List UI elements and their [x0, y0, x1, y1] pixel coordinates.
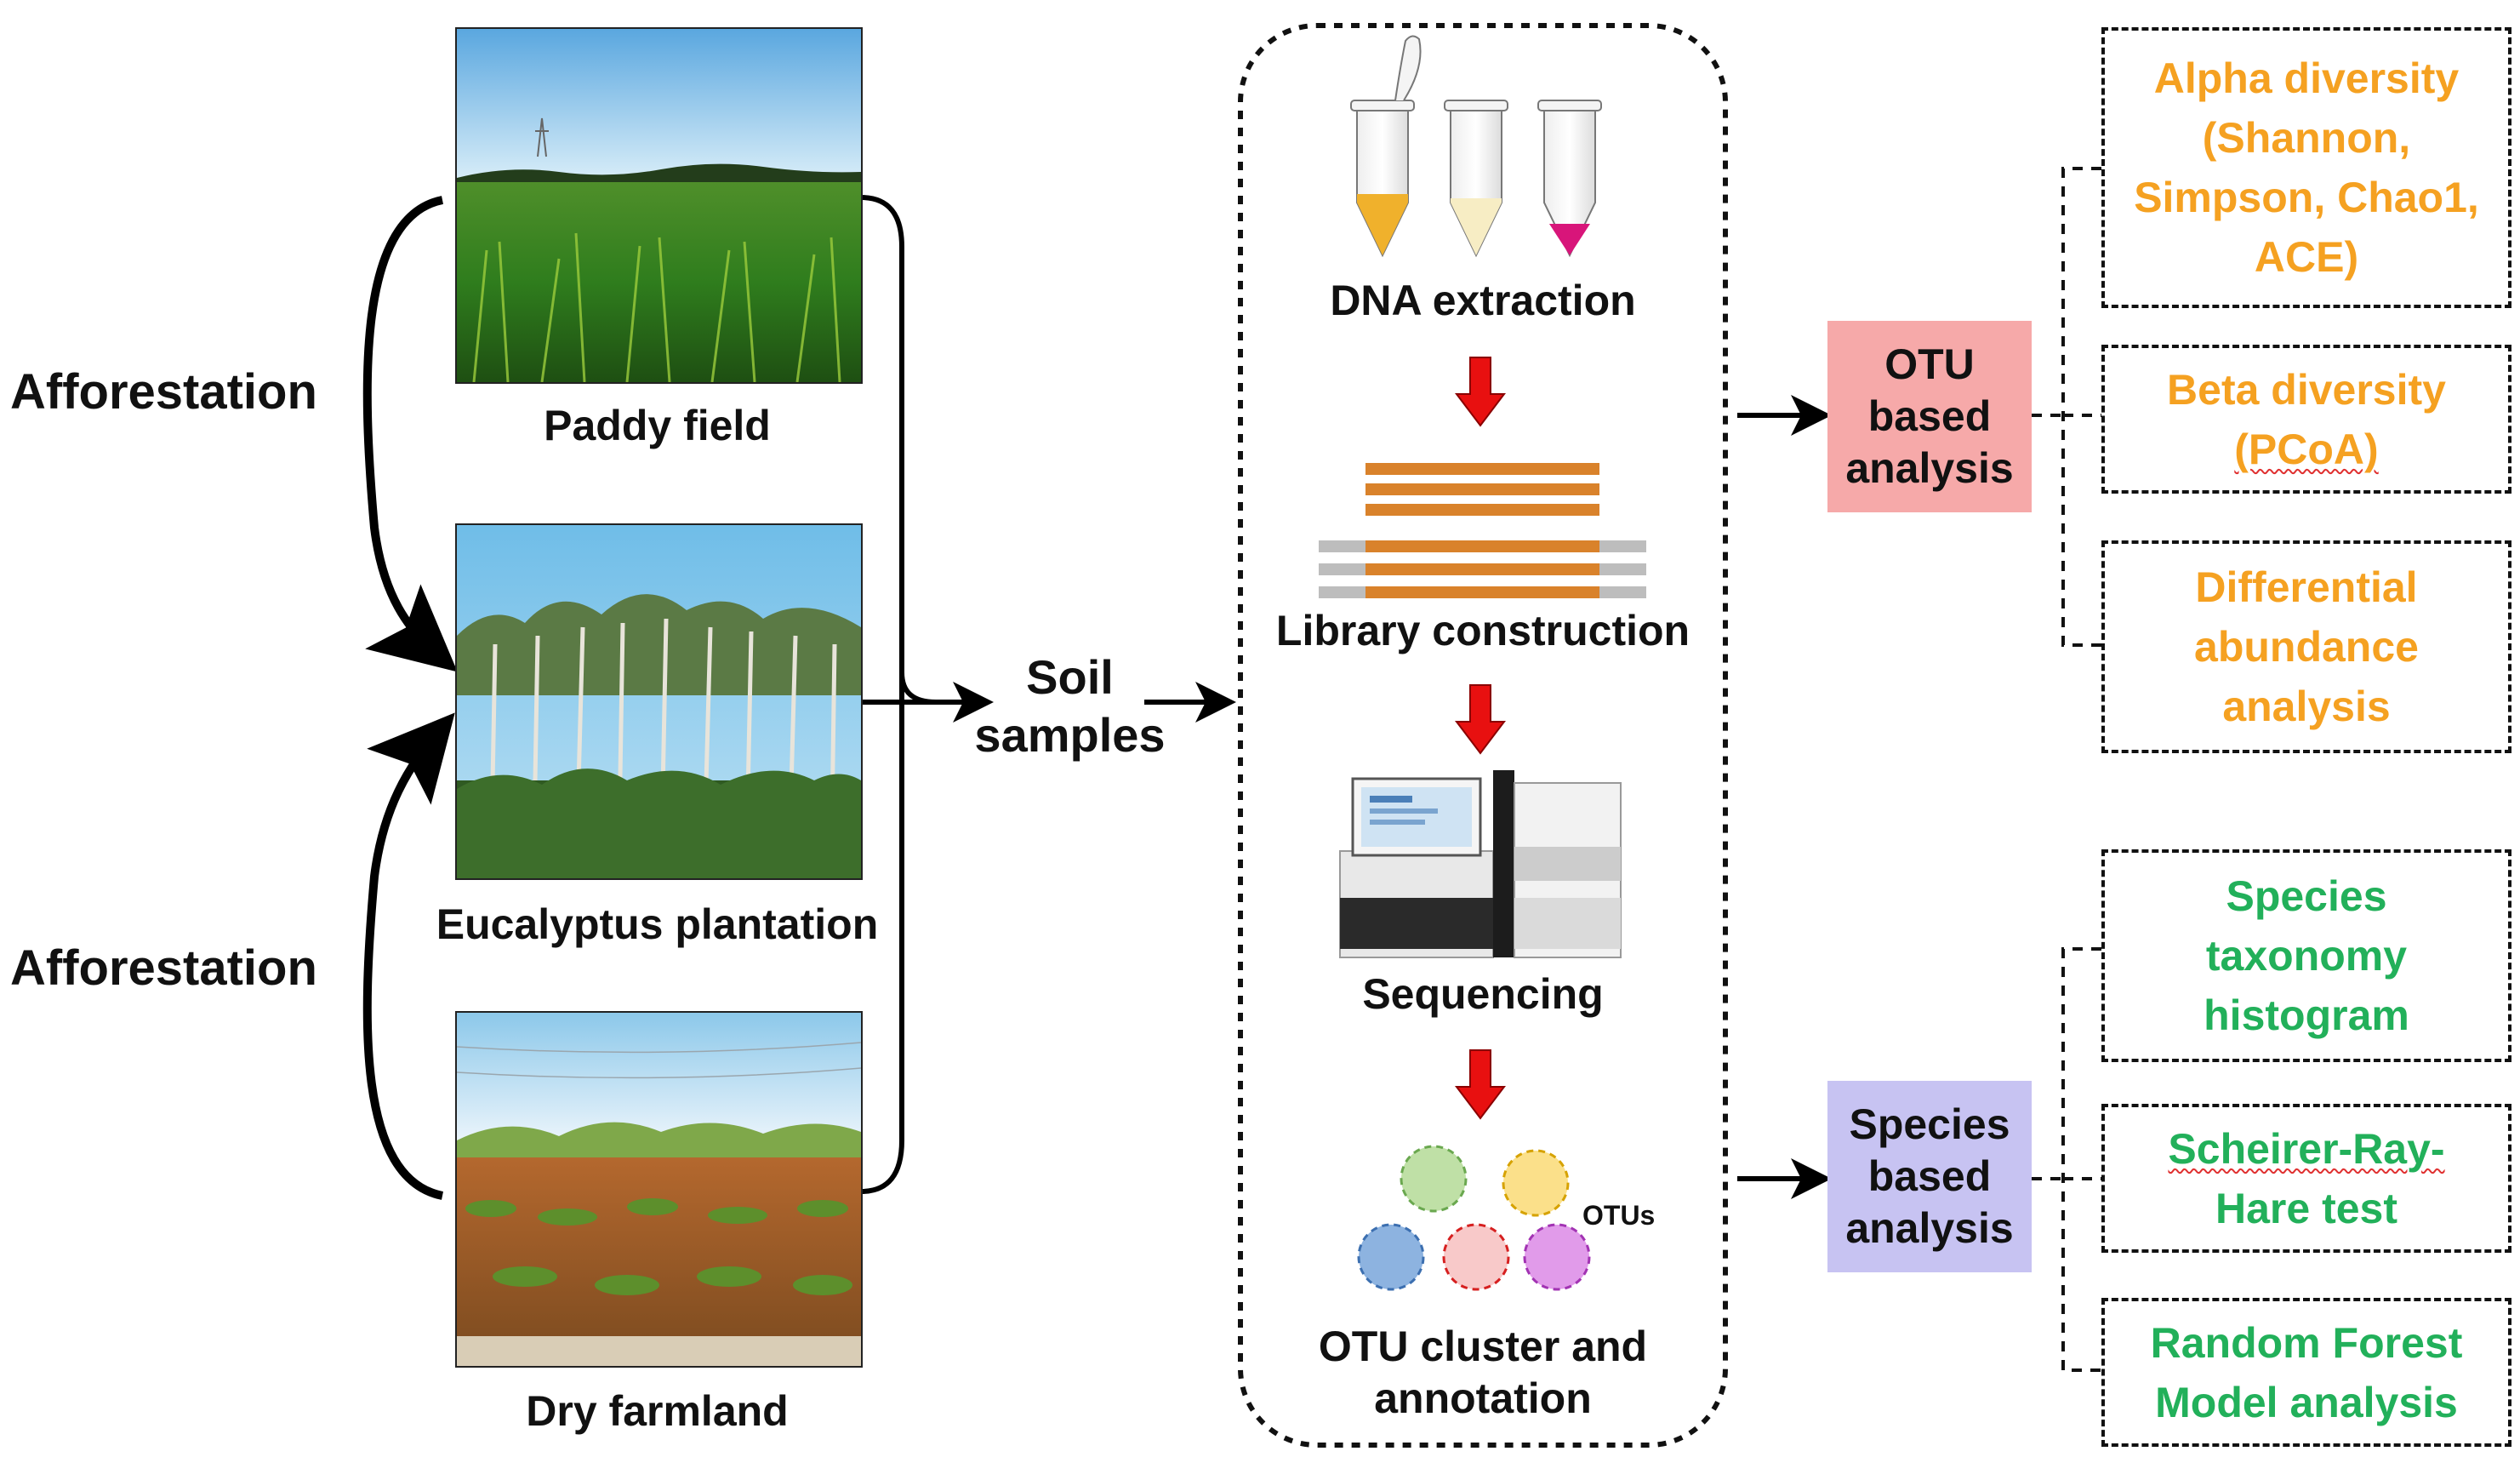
dry-farmland-photo	[455, 1011, 863, 1368]
random-forest-box: Random Forest Model analysis	[2101, 1298, 2511, 1447]
down-arrow-2-icon	[1455, 684, 1506, 755]
rf-line-2: Model analysis	[2155, 1378, 2458, 1426]
otu-cluster-line-1: OTU cluster and	[1318, 1323, 1648, 1370]
step-label-sequencing: Sequencing	[1362, 970, 1604, 1018]
afforestation-label-top: Afforestation	[10, 364, 317, 420]
species-based-analysis-box: Species based analysis	[1827, 1081, 2032, 1272]
site-label-paddy: Paddy field	[544, 402, 771, 449]
beta-line-1: Beta diversity	[2167, 365, 2446, 414]
afforestation-label-bottom: Afforestation	[10, 940, 317, 996]
scheirer-ray-hare-box: Scheirer-Ray- Hare test	[2101, 1104, 2511, 1253]
beta-line-2: (PCoA)	[2234, 425, 2379, 473]
otu-based-line-1: OTU	[1884, 340, 1975, 388]
rf-line-1: Random Forest	[2150, 1318, 2463, 1367]
alpha-diversity-box: Alpha diversity (Shannon, Simpson, Chao1…	[2101, 27, 2511, 308]
merge-bracket	[860, 195, 904, 1194]
merge-bracket-mid	[861, 671, 937, 705]
otu-bracket	[2032, 167, 2101, 647]
step-label-otu-cluster: OTU cluster and annotation	[1240, 1313, 1725, 1432]
diff-line-3: analysis	[2222, 683, 2391, 730]
site-label-dry-farmland: Dry farmland	[526, 1387, 789, 1435]
sequencer-icon	[1339, 770, 1622, 958]
alpha-line-1: Alpha diversity	[2153, 54, 2460, 102]
otu-cluster-line-2: annotation	[1374, 1374, 1592, 1422]
down-arrow-3-icon	[1455, 1049, 1506, 1120]
taxonomy-line-3: histogram	[2204, 991, 2409, 1039]
afforestation-arrow-bottom	[362, 712, 455, 1200]
alpha-line-4: ACE)	[2254, 233, 2359, 281]
afforestation-arrow-top	[362, 196, 458, 672]
down-arrow-1-icon	[1455, 357, 1506, 427]
species-based-line-2: based	[1867, 1152, 1992, 1200]
step-label-library-construction: Library construction	[1275, 607, 1690, 654]
species-taxonomy-box: Species taxonomy histogram	[2101, 849, 2511, 1062]
site-label-eucalyptus: Eucalyptus plantation	[436, 900, 879, 948]
species-bracket	[2032, 947, 2101, 1372]
library-construction-icon	[1319, 463, 1646, 598]
species-based-line-1: Species	[1849, 1100, 2010, 1148]
species-based-line-3: analysis	[1845, 1204, 2014, 1252]
taxonomy-line-2: taxonomy	[2205, 932, 2408, 980]
soil-samples-line-2: samples	[974, 708, 1166, 762]
otu-based-line-2: based	[1867, 392, 1992, 440]
differential-abundance-box: Differential abundance analysis	[2101, 540, 2511, 753]
taxonomy-line-1: Species	[2226, 872, 2387, 920]
otu-clusters-icon	[1357, 1145, 1591, 1291]
soil-samples-label: Soil samples	[953, 643, 1187, 770]
paddy-field-photo	[455, 27, 863, 384]
alpha-line-3: Simpson, Chao1,	[2134, 174, 2479, 221]
alpha-line-2: (Shannon,	[2202, 114, 2411, 162]
srh-line-2: Hare test	[2215, 1184, 2397, 1232]
otus-label: OTUs	[1582, 1200, 1656, 1231]
dna-extraction-tubes-icon	[1350, 35, 1602, 258]
otu-based-line-3: analysis	[1845, 444, 2014, 492]
step-label-dna-extraction: DNA extraction	[1330, 277, 1636, 324]
beta-diversity-box: Beta diversity (PCoA)	[2101, 345, 2511, 494]
eucalyptus-plantation-photo	[455, 523, 863, 880]
otu-based-analysis-box: OTU based analysis	[1827, 321, 2032, 512]
soil-samples-line-1: Soil	[1026, 649, 1114, 704]
srh-line-1: Scheirer-Ray-	[2168, 1124, 2445, 1173]
diff-line-2: abundance	[2194, 623, 2419, 671]
diff-line-1: Differential	[2195, 563, 2418, 611]
